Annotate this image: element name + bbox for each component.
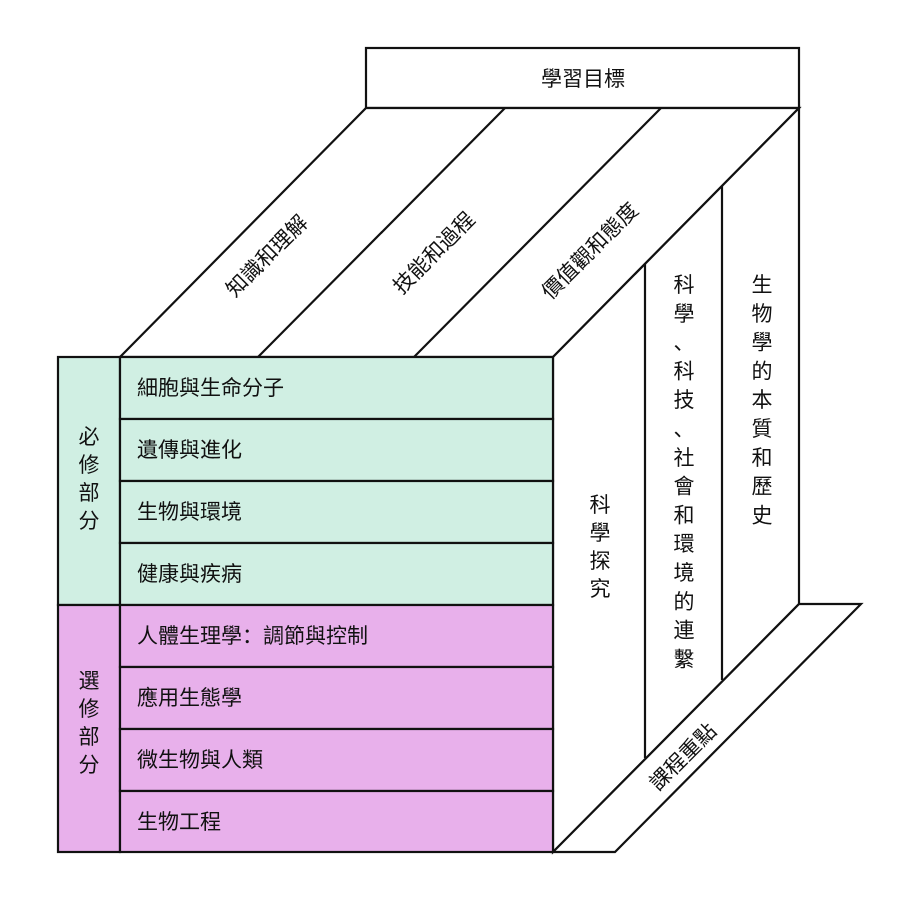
topic-label: 微生物與人類	[137, 748, 263, 772]
topic-row	[118, 541, 555, 607]
topic-label: 遺傳與進化	[137, 438, 242, 462]
emphasis-stse-connections-text: 科學、科技、社會和環境的連繫	[674, 273, 695, 671]
compulsory-part-label-text: 必修部分	[79, 425, 100, 533]
compulsory-part-label: 必修部分	[79, 425, 100, 533]
curriculum-emphases-strip	[550, 602, 864, 854]
elective-topics: 人體生理學：調節與控制 應用生態學 微生物與人類 生物工程	[118, 603, 555, 854]
topic-label: 生物與環境	[137, 500, 242, 524]
emphasis-nature-history-of-biology-text: 生物學的本質和歷史	[752, 273, 773, 527]
emphasis-nature-history-of-biology: 生物學的本質和歷史	[752, 273, 773, 527]
emphasis-scientific-inquiry-text: 科學探究	[590, 493, 611, 601]
elective-part-label: 選修部分	[79, 669, 100, 777]
topic-row	[118, 603, 555, 669]
elective-label-cell	[56, 603, 122, 854]
topic-row	[118, 479, 555, 545]
topic-label: 應用生態學	[137, 686, 242, 710]
topic-row	[118, 789, 555, 854]
topic-row	[118, 417, 555, 483]
learning-objectives-header-label: 學習目標	[541, 67, 625, 91]
top-divider-2	[413, 107, 662, 358]
elective-part-label-text: 選修部分	[79, 669, 100, 777]
topic-label: 健康與疾病	[137, 562, 242, 586]
top-divider-1	[257, 107, 506, 358]
topic-row	[118, 355, 555, 421]
compulsory-topics: 細胞與生命分子 遺傳與進化 生物與環境 健康與疾病	[118, 355, 555, 607]
topic-label: 生物工程	[137, 810, 221, 834]
topic-label: 細胞與生命分子	[137, 376, 284, 400]
emphasis-scientific-inquiry: 科學探究	[590, 493, 611, 601]
topic-label: 人體生理學：調節與控制	[137, 624, 368, 648]
emphasis-stse-connections: 科學、科技、社會和環境的連繫	[674, 273, 695, 671]
learning-objectives-header-box	[364, 46, 801, 110]
